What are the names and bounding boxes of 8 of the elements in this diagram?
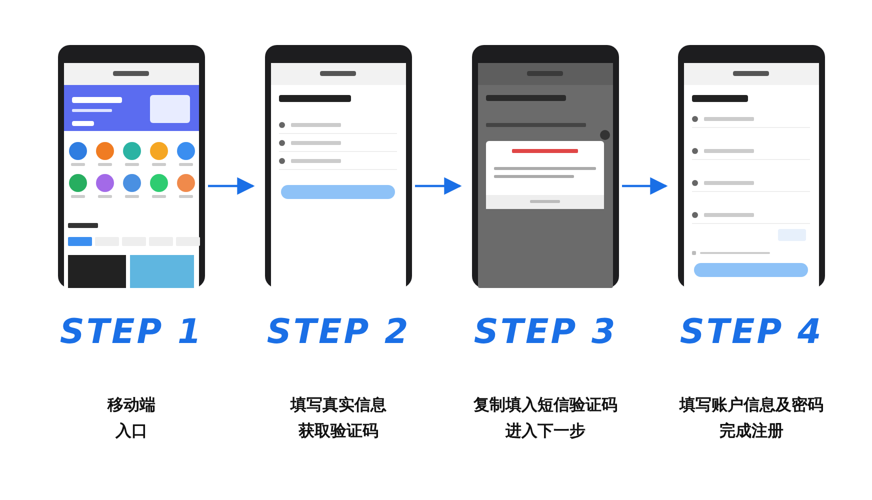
step-description: 填写账户信息及密码完成注册 (678, 394, 824, 442)
step-heading: STEP 4 (678, 312, 824, 352)
step-description: 复制填入短信验证码进入下一步 (472, 394, 618, 442)
step-description: 填写真实信息获取验证码 (289, 394, 388, 442)
step-description: 移动端入口 (106, 394, 156, 442)
step-heading: STEP 1 (58, 312, 204, 352)
step-heading: STEP 2 (266, 312, 412, 352)
step-heading: STEP 3 (472, 312, 618, 352)
